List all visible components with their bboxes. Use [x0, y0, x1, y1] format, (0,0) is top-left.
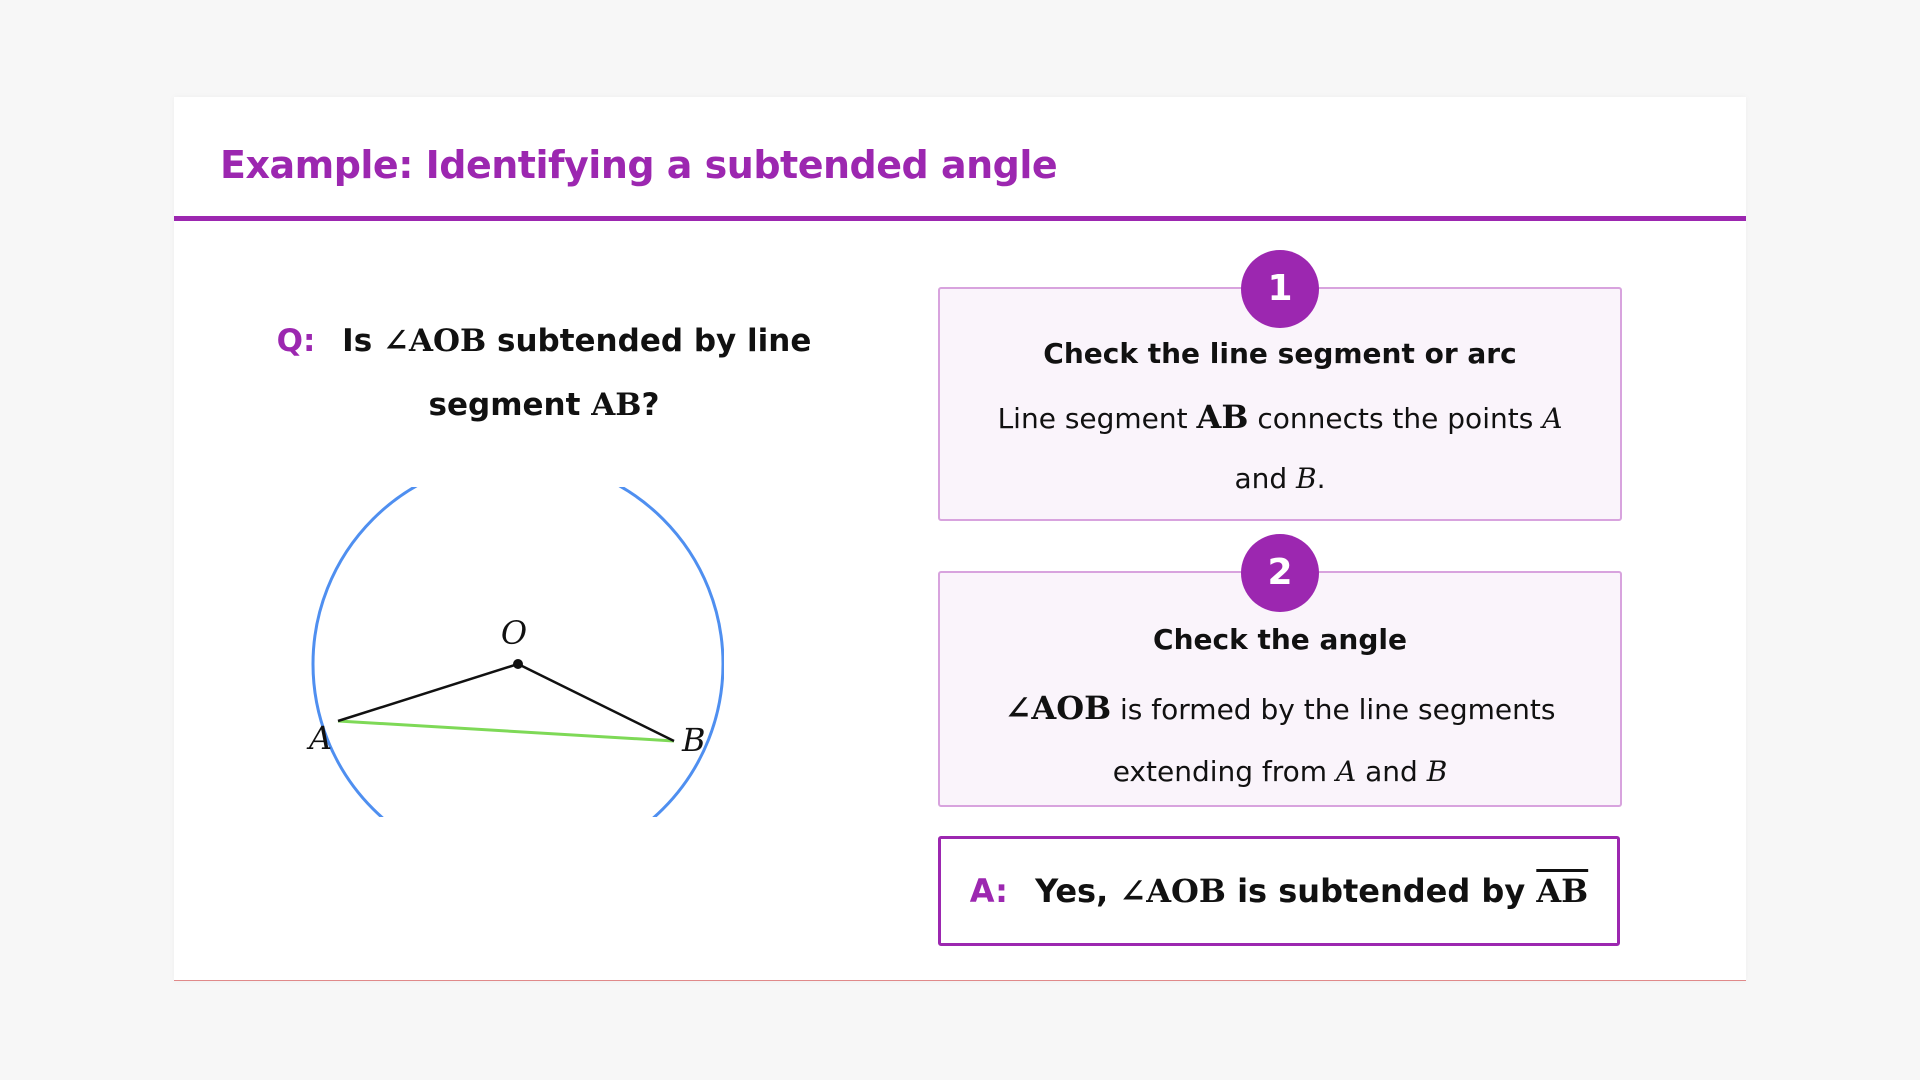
- step-1-text-4: .: [1316, 462, 1326, 495]
- question-text-1: Is: [342, 323, 373, 359]
- question-text-3: ?: [641, 387, 660, 423]
- step-1-badge: 1: [1241, 250, 1319, 328]
- step-1-point-b: B: [1296, 462, 1317, 495]
- step-1-point-a: A: [1542, 402, 1563, 435]
- circle: [311, 487, 724, 817]
- card-bottom-edge: [174, 980, 1746, 981]
- question-angle: ∠AOB: [382, 323, 487, 359]
- step-2-body: ∠AOB is formed by the line segments exte…: [970, 677, 1590, 803]
- step-1-text-2: connects the points: [1257, 402, 1534, 435]
- answer-box: A: Yes, ∠AOB is subtended by AB: [938, 836, 1620, 946]
- step-2-point-a: A: [1335, 755, 1357, 788]
- step-1-box: 1 Check the line segment or arc Line seg…: [938, 250, 1622, 521]
- step-1-text-1: Line segment: [997, 402, 1188, 435]
- step-1-body: Line segment AB connects the points A an…: [970, 387, 1590, 509]
- step-2-angle: ∠AOB: [1004, 689, 1112, 727]
- step-1-segment: AB: [1196, 398, 1249, 436]
- slide-card: Example: Identifying a subtended angle Q…: [174, 97, 1746, 981]
- step-1-text-3: and: [1234, 462, 1288, 495]
- step-2-point-b: B: [1426, 755, 1448, 788]
- slide-title: Example: Identifying a subtended angle: [220, 143, 1058, 187]
- step-1-heading: Check the line segment or arc: [1043, 337, 1517, 370]
- question-label: Q:: [276, 323, 316, 359]
- answer-segment: AB: [1536, 872, 1589, 910]
- question-text-2: subtended by line segment: [428, 323, 812, 423]
- question: Q: Is ∠AOB subtended by line segment AB?: [274, 309, 814, 437]
- circle-diagram: O A B: [306, 487, 724, 817]
- step-2-badge: 2: [1241, 534, 1319, 612]
- label-b: B: [681, 721, 706, 759]
- center-point: [513, 659, 523, 669]
- answer-label: A:: [969, 872, 1008, 910]
- chord-ab: [337, 719, 675, 743]
- step-2-text-2: and: [1365, 755, 1418, 788]
- label-o: O: [501, 614, 527, 652]
- label-a: A: [306, 719, 332, 757]
- step-2-text-1: is formed by the line segments extending…: [1112, 693, 1556, 788]
- radius-ob: [517, 662, 675, 743]
- step-2-box: 2 Check the angle ∠AOB is formed by the …: [938, 534, 1622, 807]
- question-segment: AB: [591, 387, 642, 423]
- radius-oa: [337, 662, 519, 723]
- answer-text-1: Yes,: [1035, 872, 1109, 910]
- answer-text-2: is subtended by: [1237, 872, 1526, 910]
- title-underline: [174, 216, 1746, 221]
- step-2-heading: Check the angle: [1153, 623, 1407, 656]
- answer-angle: ∠AOB: [1119, 872, 1226, 910]
